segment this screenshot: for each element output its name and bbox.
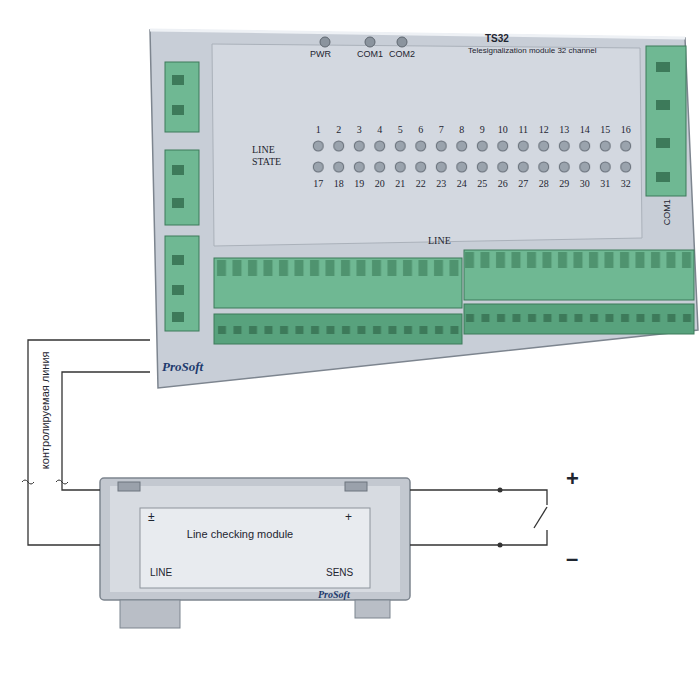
wire: [28, 340, 150, 545]
terminal-row: [464, 304, 694, 334]
checker-panel: [140, 508, 370, 588]
terminal-block: [165, 150, 199, 225]
channel-number: 10: [493, 124, 514, 136]
screw: [345, 482, 367, 491]
screw: [172, 255, 184, 265]
front-panel: [212, 44, 642, 246]
channel-number: 20: [370, 178, 391, 190]
channel-number: 25: [472, 178, 493, 190]
wire: [410, 530, 547, 545]
channel-number: 27: [513, 178, 534, 190]
screw: [118, 482, 140, 491]
channel-number: 11: [513, 124, 534, 136]
telesignal-module: TS32Telesignalization module 32 channel: [150, 30, 690, 385]
screw: [172, 312, 184, 322]
din-clip: [355, 600, 390, 618]
channel-number: 26: [493, 178, 514, 190]
polarity-sign: +: [566, 466, 579, 491]
channel-number: 22: [411, 178, 432, 190]
node-title: Line checking module: [175, 528, 305, 541]
terminal-row: [464, 250, 694, 300]
checker-housing: [100, 478, 410, 600]
channel-number: 13: [554, 124, 575, 136]
terminal-block: [165, 62, 199, 132]
line-checking-module: Line checking module: [100, 478, 410, 608]
led: [320, 37, 330, 47]
channel-number: 32: [616, 178, 637, 190]
terminal-label: LINE: [150, 567, 172, 579]
terminal-teeth: [464, 252, 694, 268]
led-rows: [308, 139, 636, 174]
channel-number: 2: [329, 124, 350, 136]
channel-number: 1: [308, 124, 329, 136]
terminal-label: SENS: [326, 567, 353, 579]
channel-number: 21: [390, 178, 411, 190]
brand-logo: ProSoft: [162, 360, 203, 375]
led-label: COM2: [389, 49, 415, 59]
channel-number: 14: [575, 124, 596, 136]
brand-logo: ProSoft: [318, 589, 350, 601]
terminal-mark: ±: [148, 511, 155, 525]
screw: [172, 165, 184, 175]
switch-symbol: [534, 507, 547, 528]
channel-number: 16: [616, 124, 637, 136]
led-label: COM1: [357, 49, 383, 59]
channel-number: 4: [370, 124, 391, 136]
row-label: LINE STATE: [252, 144, 298, 167]
screw: [656, 172, 670, 182]
channel-number: 6: [411, 124, 432, 136]
channel-number: 31: [595, 178, 616, 190]
channel-number: 24: [452, 178, 473, 190]
terminal-screws: [214, 322, 462, 334]
screw: [172, 75, 184, 85]
channel-number: 17: [308, 178, 329, 190]
housing-rim: [150, 30, 685, 38]
channel-number: 18: [329, 178, 350, 190]
terminal-row: [214, 258, 462, 308]
channel-number: 7: [431, 124, 452, 136]
terminal-teeth: [214, 260, 462, 276]
module-housing: [150, 30, 698, 388]
terminal-block: [646, 46, 686, 196]
screw: [172, 198, 184, 208]
channel-number: 28: [534, 178, 555, 190]
channel-number: 5: [390, 124, 411, 136]
channel-number: 3: [349, 124, 370, 136]
wire: [62, 372, 150, 490]
screw: [172, 285, 184, 295]
screw: [172, 105, 184, 115]
terminal-screws: [464, 312, 694, 324]
din-clip: [120, 600, 180, 628]
channel-number: 30: [575, 178, 596, 190]
checker-face: [110, 486, 400, 592]
terminal-row: [214, 314, 462, 344]
channel-number: 15: [595, 124, 616, 136]
node-text: Telesignalization module 32 channel: [468, 46, 603, 55]
break-mark: [56, 480, 68, 484]
polarity-sign: –: [566, 546, 578, 571]
node-title: TS32: [485, 33, 545, 45]
terminal-mark: +: [345, 511, 352, 525]
wire: [410, 490, 547, 505]
screw: [656, 62, 670, 72]
junction-dot: [498, 488, 503, 493]
channel-number: 29: [554, 178, 575, 190]
led: [397, 37, 407, 47]
port-label: COM1: [662, 199, 672, 225]
led-label: PWR: [310, 49, 331, 59]
break-mark: [22, 480, 34, 484]
screw: [656, 138, 670, 148]
channel-number: 19: [349, 178, 370, 190]
terminal-block: [165, 236, 199, 331]
channel-number: 23: [431, 178, 452, 190]
channel-number: 12: [534, 124, 555, 136]
junction-dot: [498, 543, 503, 548]
connector-label: LINE: [428, 235, 451, 247]
channel-number: 9: [472, 124, 493, 136]
screw: [656, 100, 670, 110]
cable-label: контролируемая линия: [39, 349, 52, 471]
led: [365, 37, 375, 47]
channel-number: 8: [452, 124, 473, 136]
